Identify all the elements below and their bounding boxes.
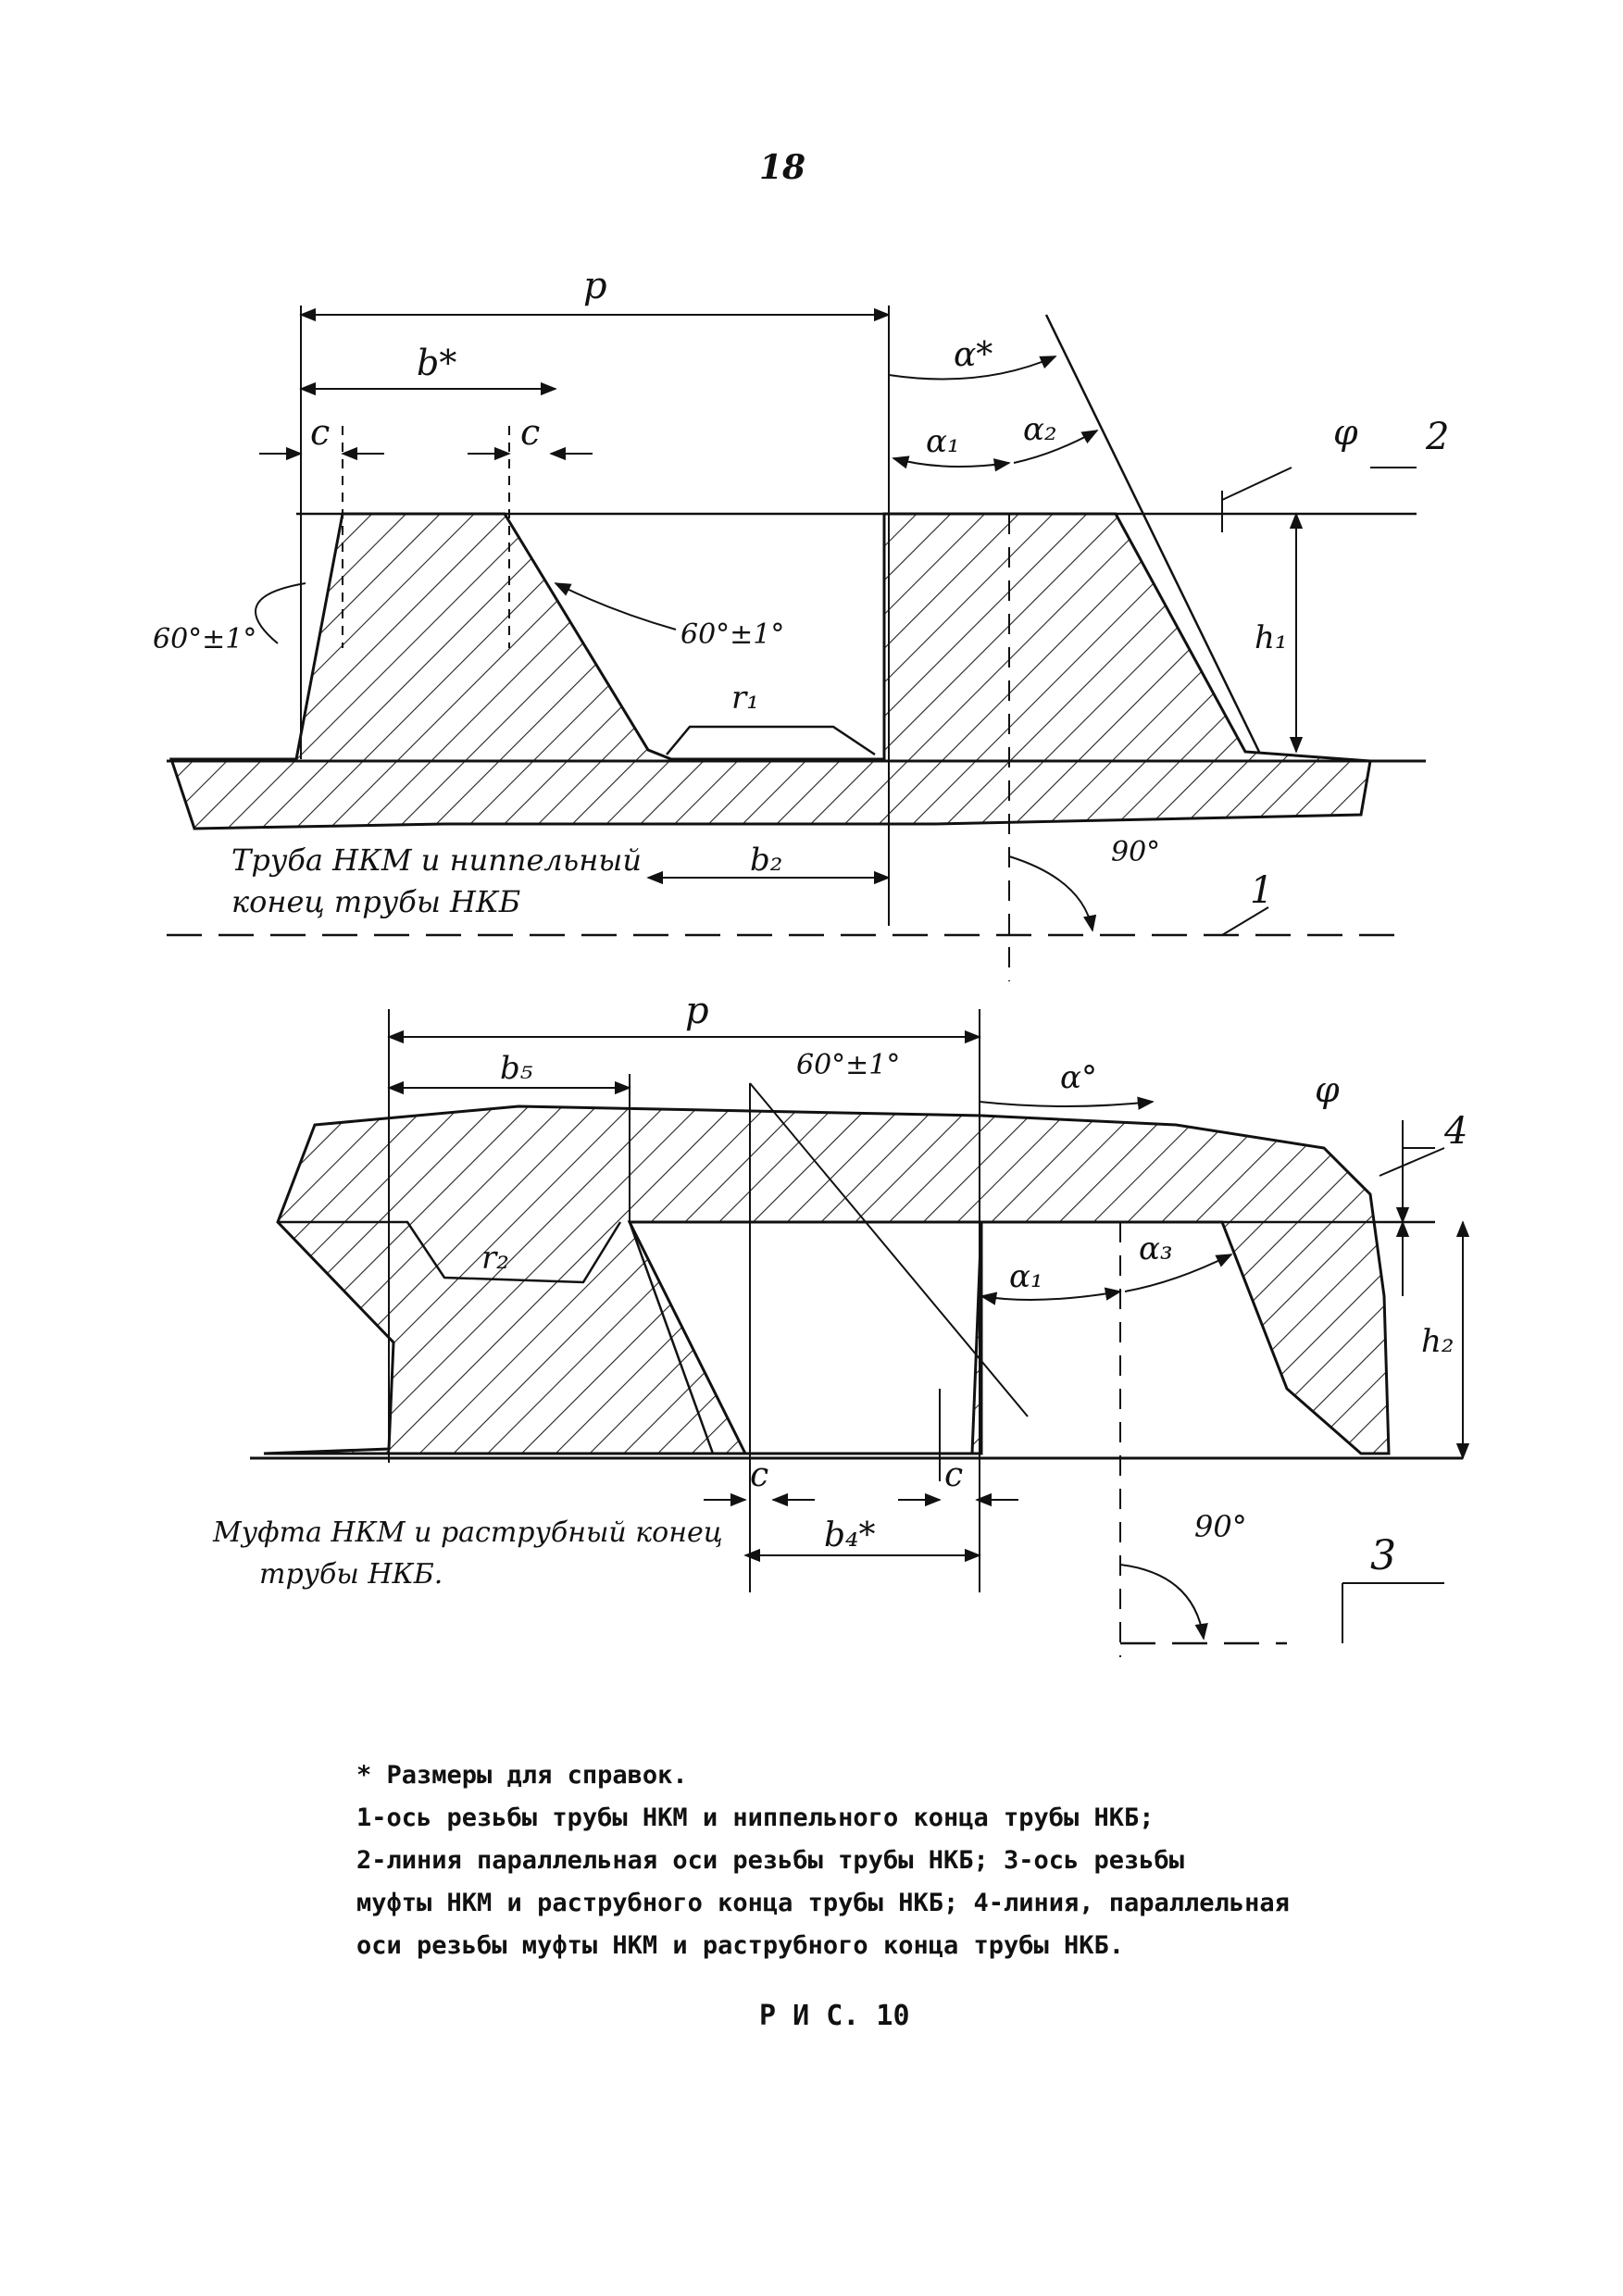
lower-label-c-right: c (944, 1456, 963, 1494)
upper-label-angle-left: 60°±1° (153, 623, 256, 655)
upper-label-line1: 1 (1250, 869, 1273, 912)
note-line: 1-ось резьбы трубы НКМ и ниппельного кон… (356, 1803, 1155, 1832)
lower-label-line4: 4 (1443, 1110, 1467, 1153)
lower-label-b4-star: b₄* (824, 1516, 875, 1554)
upper-label-p: p (583, 265, 607, 307)
upper-thread-profile (169, 512, 1372, 830)
lower-label-h2: h₂ (1421, 1323, 1454, 1360)
upper-label-b2: b₂ (750, 842, 782, 879)
upper-label-angle90: 90° (1111, 836, 1160, 868)
upper-label-line2: 2 (1425, 416, 1449, 458)
upper-label-angle-right: 60°±1° (680, 618, 784, 651)
upper-label-h1: h₁ (1255, 619, 1288, 656)
upper-caption-line1: Трубa НКМ и ниппельный (231, 842, 642, 878)
lower-label-alpha0: α° (1060, 1059, 1097, 1096)
lower-coupling-profile (263, 1104, 1391, 1455)
upper-label-alpha-star: α* (954, 336, 993, 374)
figure-caption: Р И С. 10 (759, 2000, 910, 2032)
lower-label-angle-top: 60°±1° (796, 1049, 900, 1081)
upper-label-b-star: b* (417, 343, 456, 383)
note-line: муфты НКМ и раструбного конца трубы НКБ;… (356, 1889, 1290, 1917)
lower-figure (250, 1009, 1470, 1657)
upper-label-r1: r₁ (731, 680, 759, 717)
lower-label-c-left: c (750, 1456, 768, 1494)
lower-caption-line2: трубы НКБ. (259, 1558, 443, 1591)
thread-profile-drawing: p b* c c α* α₁ α₂ φ 2 60°±1° 60°±1° h₁ r… (153, 265, 1470, 1657)
lower-label-alpha3: α₃ (1139, 1230, 1173, 1267)
lower-label-angle90: 90° (1194, 1509, 1247, 1544)
lower-label-alpha1: α₁ (1009, 1258, 1043, 1295)
upper-label-c-right: c (520, 412, 540, 453)
page-number: 18 (759, 148, 806, 187)
lower-label-r2: r₂ (481, 1240, 509, 1277)
upper-label-alpha2: α₂ (1023, 411, 1057, 448)
upper-label-phi: φ (1333, 412, 1358, 453)
lower-label-p: p (685, 990, 709, 1032)
note-line: * Размеры для справок. (356, 1761, 688, 1790)
upper-figure (167, 306, 1426, 981)
upper-caption-line2: конец трубы НКБ (231, 884, 520, 919)
lower-label-b5: b₅ (500, 1050, 533, 1087)
figure-notes: * Размеры для справок. 1-ось резьбы труб… (356, 1754, 1467, 1967)
note-line: 2-линия параллельная оси резьбы трубы НК… (356, 1846, 1185, 1875)
lower-caption-line1: Муфта НКМ и раструбный конец (212, 1516, 723, 1549)
upper-label-c-left: c (310, 412, 330, 453)
lower-label-line3: 3 (1370, 1532, 1396, 1579)
upper-label-alpha1: α₁ (926, 423, 960, 460)
lower-label-phi: φ (1315, 1069, 1340, 1110)
note-line: оси резьбы муфты НКМ и раструбного конца… (356, 1931, 1125, 1960)
